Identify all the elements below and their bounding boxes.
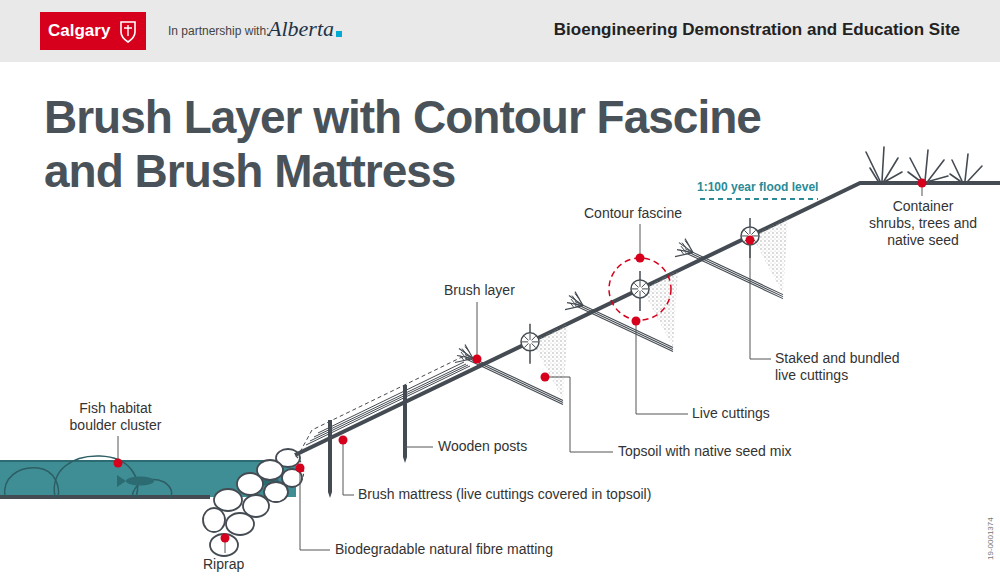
logo-box: Calgary xyxy=(40,12,146,50)
brush-layer-unit xyxy=(675,218,788,299)
water xyxy=(0,461,296,497)
flood-level-line xyxy=(700,198,818,200)
channel-bed xyxy=(0,495,210,499)
document-number: 19-0001374 xyxy=(982,517,999,560)
part-label: Biodegradable natural fibre matting xyxy=(335,541,553,558)
part-label: Brush mattress (live cuttings covered in… xyxy=(358,486,651,503)
water-surface xyxy=(0,460,296,462)
brush-layer-unit xyxy=(455,324,568,405)
part-label: Brush layer xyxy=(444,282,515,299)
header-band: In partnership with:Alberta Bioengineerin… xyxy=(0,0,1000,62)
logo-text: Calgary xyxy=(48,21,110,41)
site-name: Bioengineering Demonstration and Educati… xyxy=(554,20,960,40)
callout-dots xyxy=(114,179,927,543)
part-label: Live cuttings xyxy=(692,405,770,422)
leader-lines xyxy=(118,183,922,553)
highlight-circle xyxy=(609,258,671,320)
part-label: Container shrubs, trees and native seed xyxy=(868,198,978,249)
brush-layers xyxy=(455,218,788,405)
bank-slope xyxy=(295,183,1000,455)
partner-note: In partnership with: xyxy=(168,24,269,38)
part-label: Topsoil with native seed mix xyxy=(618,443,792,460)
crest-icon xyxy=(118,19,138,43)
partner-logo: Alberta xyxy=(268,16,334,42)
wooden-posts xyxy=(328,385,407,498)
part-label: Wooden posts xyxy=(438,438,527,455)
part-label: Fish habitat boulder cluster xyxy=(58,400,173,434)
part-label: Riprap xyxy=(203,556,244,573)
part-label: Staked and bundled live cuttings xyxy=(775,350,915,384)
flood-level-label: 1:100 year flood level xyxy=(697,179,818,196)
logo-square xyxy=(336,31,342,37)
part-label: Contour fascine xyxy=(584,205,682,222)
boulder-cluster xyxy=(5,456,172,497)
plants xyxy=(866,147,982,181)
riprap-rocks xyxy=(203,449,302,556)
